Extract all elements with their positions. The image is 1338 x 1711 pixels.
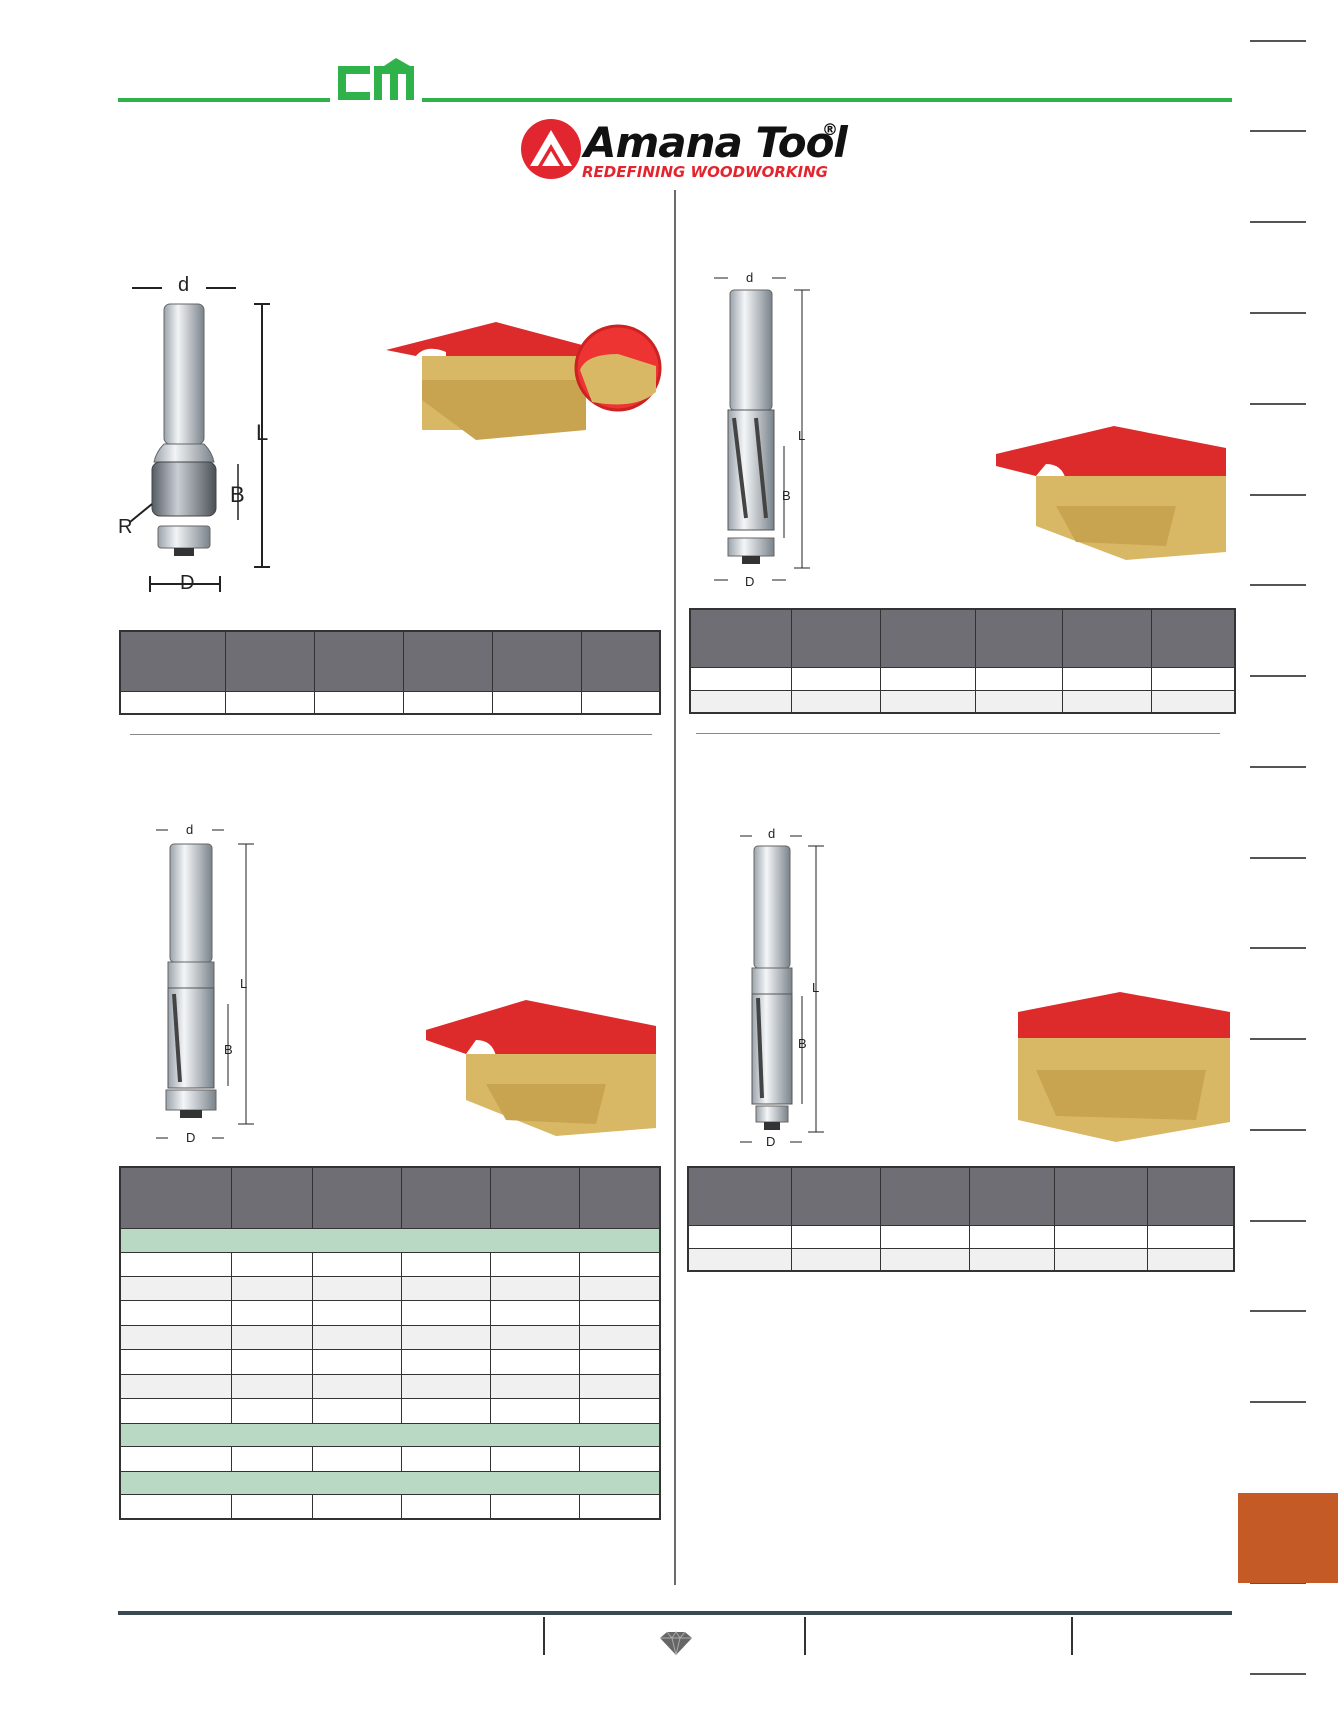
label-B: B [230, 482, 245, 507]
label-D: D [766, 1134, 776, 1149]
index-tick [1250, 947, 1306, 949]
header-rule-left [118, 98, 330, 102]
label-D: D [186, 1130, 196, 1145]
spec-table-2 [689, 608, 1236, 714]
section-tab[interactable] [1238, 1493, 1338, 1583]
brand-registered: ® [822, 120, 838, 139]
label-L: L [798, 428, 806, 443]
label-R: R [118, 516, 133, 538]
footer-divider [1071, 1617, 1073, 1655]
label-B: B [798, 1036, 807, 1051]
index-tick [1250, 1310, 1306, 1312]
router-bit-diagram [156, 829, 254, 1139]
label-d: d [178, 274, 190, 296]
footer-rule [118, 1611, 1232, 1615]
spec-table-4 [687, 1166, 1235, 1272]
brand-name: Amana Tool [584, 118, 848, 167]
index-tick [1250, 1038, 1306, 1040]
index-tick [1250, 130, 1306, 132]
footer-divider [543, 1617, 545, 1655]
index-tick [1250, 584, 1306, 586]
index-tick [1250, 675, 1306, 677]
label-B: B [224, 1042, 233, 1057]
router-bit-diagram [740, 835, 824, 1143]
router-bit-diagram [714, 277, 810, 581]
index-tick [1250, 1220, 1306, 1222]
index-tick [1250, 403, 1306, 405]
profile-sample-image [1018, 992, 1230, 1142]
cm-logo-icon [338, 58, 414, 100]
index-tick [1250, 1673, 1306, 1675]
label-L: L [240, 976, 248, 991]
profile-sample-image [386, 322, 662, 440]
column-divider [674, 190, 676, 1585]
label-d: d [768, 826, 776, 841]
brand-tagline: REDEFINING WOODWORKING [582, 163, 828, 181]
diamond-icon [660, 1631, 692, 1656]
index-tick [1250, 221, 1306, 223]
index-tick [1250, 766, 1306, 768]
router-bit-diagram [129, 287, 270, 592]
index-tick [1250, 1582, 1306, 1584]
profile-sample-image [996, 426, 1226, 560]
section-rule-left [130, 734, 652, 735]
label-D: D [745, 574, 755, 589]
label-L: L [812, 980, 820, 995]
spec-table-1 [119, 630, 661, 715]
label-D: D [180, 572, 195, 594]
label-L: L [256, 420, 269, 445]
index-tick [1250, 312, 1306, 314]
index-tick [1250, 857, 1306, 859]
section-rule-right [696, 733, 1220, 734]
index-tick [1250, 1401, 1306, 1403]
index-tick [1250, 494, 1306, 496]
label-d: d [186, 822, 194, 837]
index-tick [1250, 40, 1306, 42]
footer-divider [804, 1617, 806, 1655]
label-B: B [782, 488, 791, 503]
amana-logo-icon [521, 119, 581, 179]
header-rule-right [422, 98, 1232, 102]
index-tick [1250, 1129, 1306, 1131]
profile-sample-image [426, 1000, 656, 1136]
spec-table-3 [119, 1166, 661, 1520]
label-d: d [746, 270, 754, 285]
